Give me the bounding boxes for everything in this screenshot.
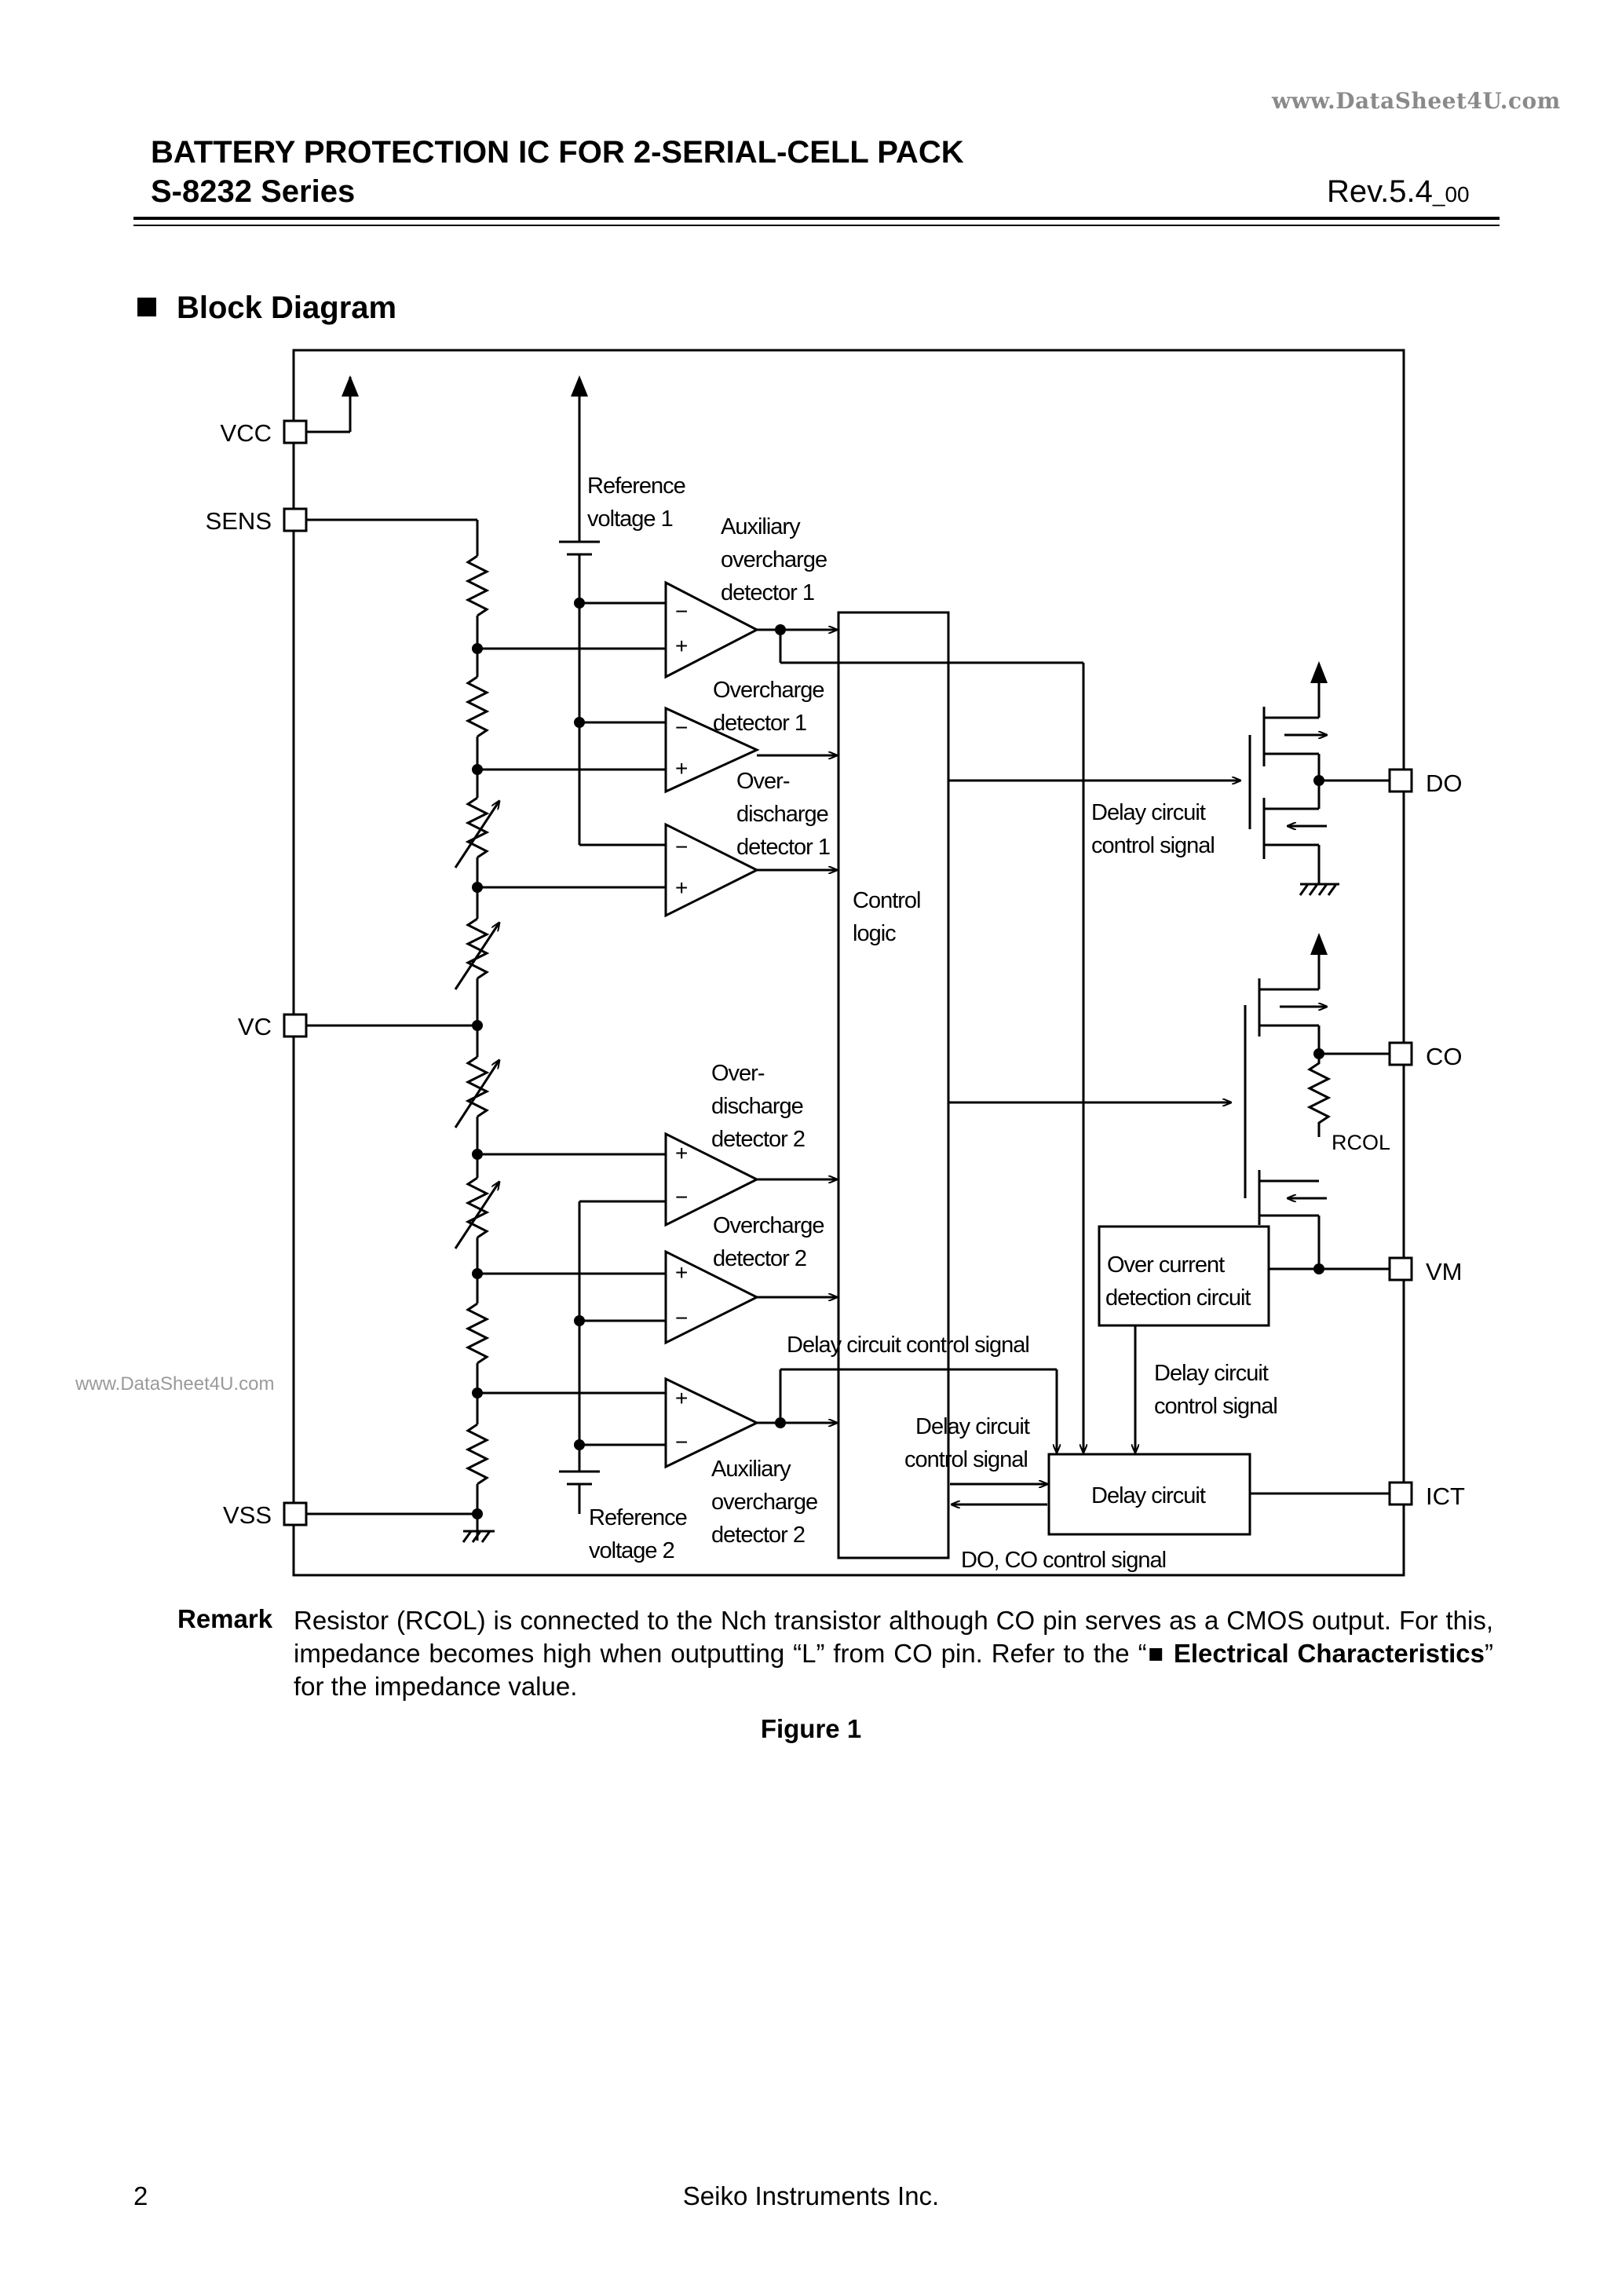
remark-bold-ref: Electrical Characteristics (1164, 1639, 1485, 1668)
rcol-label: RCOL (1332, 1131, 1390, 1154)
pin-vcc-square (283, 419, 308, 444)
dccs-low-l2: control signal (904, 1447, 1028, 1472)
pin-ict-label: ICT (1426, 1483, 1465, 1510)
comparator-aux-overcharge-2 (664, 1377, 760, 1469)
comparator-overcharge-1 (664, 706, 760, 794)
dccs-oc-l1: Delay circuit (1154, 1361, 1269, 1386)
cmp5-plus: + (675, 1260, 688, 1285)
watermark-top: www.DataSheet4U.com (1272, 88, 1561, 114)
remark-bullet: ■ (1146, 1639, 1165, 1668)
cmp4-plus: + (675, 1141, 688, 1165)
ovd-1-l3: detector 1 (736, 835, 830, 860)
watermark-mid: www.DataSheet4U.com (75, 1373, 274, 1395)
pin-vss-label: VSS (223, 1501, 272, 1529)
pin-do-square (1388, 768, 1413, 793)
control-logic-l1: Control (853, 888, 921, 913)
dccs-low-l1: Delay circuit (915, 1414, 1030, 1439)
section-heading: Block Diagram (137, 291, 396, 326)
aux-ovc-2-l3: detector 2 (711, 1523, 805, 1548)
ovc-1-l2: detector 1 (713, 711, 806, 736)
square-bullet-icon (137, 298, 156, 316)
cmp2-plus: + (675, 756, 688, 781)
ovd-1-l2: discharge (736, 802, 828, 827)
comparator-overcharge-2 (664, 1249, 760, 1345)
aux-ovc-2-l2: overcharge (711, 1490, 817, 1515)
do-co-control-label: DO, CO control signal (961, 1548, 1166, 1573)
cmp5-minus: − (675, 1306, 688, 1330)
cmp3-plus: + (675, 876, 688, 900)
remark-text-2: ” for the impedance value. (294, 1639, 1493, 1701)
cmp4-minus: − (675, 1185, 688, 1209)
pin-co-square (1388, 1041, 1413, 1066)
cmp1-plus: + (675, 634, 688, 658)
pin-co-label: CO (1426, 1043, 1463, 1070)
pin-vc-square (283, 1013, 308, 1038)
pin-sens-label: SENS (206, 507, 272, 535)
comparator-overdischarge-1 (664, 822, 760, 918)
document-title: BATTERY PROTECTION IC FOR 2-SERIAL-CELL … (151, 135, 964, 170)
dccs-oc-l2: control signal (1154, 1394, 1277, 1419)
comparator-overdischarge-2 (664, 1132, 760, 1227)
pin-vss-square (283, 1501, 308, 1526)
comparator-aux-overcharge-1 (664, 580, 760, 679)
series-name: S-8232 Series (151, 174, 356, 209)
occ-l2: detection circuit (1105, 1285, 1251, 1311)
revision: Rev.5.4_00 (1327, 174, 1470, 210)
remark-label: Remark (177, 1604, 273, 1633)
pin-vc-label: VC (238, 1013, 272, 1040)
delay-circuit-label: Delay circuit (1091, 1483, 1206, 1508)
footer-company: Seiko Instruments Inc. (682, 2181, 940, 2210)
ref-voltage-2-l2: voltage 2 (589, 1538, 674, 1563)
dccs-mid: Delay circuit control signal (787, 1333, 1029, 1358)
ref-voltage-1-l2: voltage 1 (587, 506, 673, 532)
ovd-2-l2: discharge (711, 1094, 803, 1119)
dccs-top-l1: Delay circuit (1091, 800, 1206, 825)
cmp1-minus: − (675, 599, 688, 623)
chip-boundary (292, 349, 1405, 1577)
pin-ict-square (1388, 1481, 1413, 1506)
cmp6-minus: − (675, 1430, 688, 1454)
pin-do-label: DO (1426, 770, 1463, 797)
figure-caption: Figure 1 (760, 1714, 862, 1743)
remark-text: Resistor (RCOL) is connected to the Nch … (294, 1604, 1493, 1703)
control-logic-l2: logic (853, 921, 896, 946)
ref-voltage-2-l1: Reference (589, 1505, 687, 1530)
revision-sub: _00 (1432, 182, 1470, 207)
page-number: 2 (133, 2181, 148, 2210)
pin-sens-square (283, 507, 308, 532)
aux-ovc-2-l1: Auxiliary (711, 1457, 791, 1482)
pin-vm-label: VM (1426, 1258, 1463, 1285)
header-rule-thin (133, 225, 1500, 226)
occ-l1: Over current (1107, 1252, 1225, 1278)
header-rule-thick (133, 217, 1500, 220)
ovd-1-l1: Over- (736, 769, 790, 794)
revision-main: Rev.5.4 (1327, 174, 1433, 209)
section-title: Block Diagram (177, 291, 397, 325)
dccs-top-l2: control signal (1091, 833, 1215, 858)
ovd-2-l3: detector 2 (711, 1127, 805, 1152)
ovc-2-l2: detector 2 (713, 1246, 806, 1271)
aux-ovc-1-l2: overcharge (721, 547, 827, 572)
cmp3-minus: − (675, 835, 688, 859)
pin-vcc-label: VCC (221, 419, 272, 447)
overcurrent-detection-block (1098, 1225, 1270, 1327)
cmp6-plus: + (675, 1386, 688, 1410)
ovd-2-l1: Over- (711, 1061, 765, 1086)
aux-ovc-1-l1: Auxiliary (721, 514, 801, 539)
cmp2-minus: − (675, 715, 688, 740)
aux-ovc-1-l3: detector 1 (721, 580, 814, 605)
pin-vm-square (1388, 1256, 1413, 1281)
ovc-1-l1: Overcharge (713, 678, 824, 703)
ref-voltage-1-l1: Reference (587, 473, 685, 499)
ovc-2-l1: Overcharge (713, 1213, 824, 1238)
remark-text-1: Resistor (RCOL) is connected to the Nch … (294, 1606, 1493, 1668)
